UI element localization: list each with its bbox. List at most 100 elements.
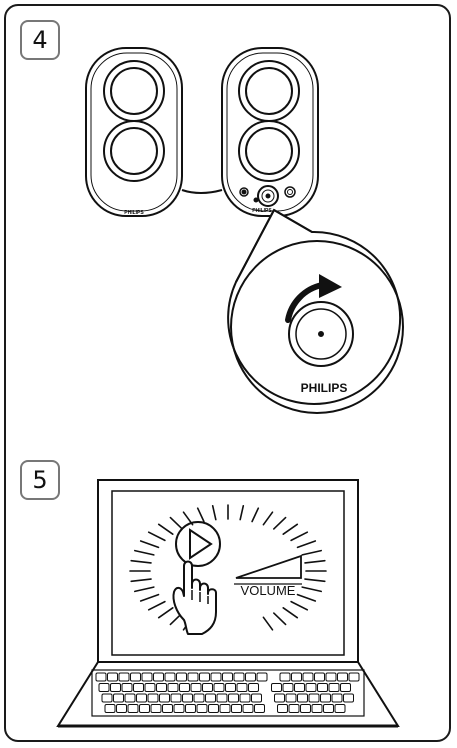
keyboard-key: [187, 672, 199, 682]
keyboard-key: [118, 672, 130, 682]
keyboard-key: [127, 704, 139, 713]
keyboard-key: [256, 672, 268, 682]
keyboard-key: [311, 704, 323, 713]
keyboard-key: [162, 704, 173, 713]
keyboard-key: [219, 704, 231, 713]
burst-ray: [272, 612, 287, 626]
keyboard-key: [245, 672, 256, 682]
left-speaker-brand: PHILIPS: [124, 210, 144, 216]
laptop-screen: [111, 490, 345, 656]
keyboard-key: [176, 672, 187, 682]
burst-ray: [169, 516, 183, 530]
keyboard-key: [150, 704, 162, 713]
keyboard-key: [305, 683, 317, 692]
keyboard-key: [288, 704, 300, 713]
zoomed-volume-knob: [288, 301, 354, 367]
keyboard-key: [179, 683, 190, 692]
keyboard-key: [236, 683, 248, 692]
keyboard-key: [107, 672, 118, 682]
burst-ray: [251, 507, 260, 523]
keyboard-key: [124, 693, 136, 703]
keyboard-key: [193, 693, 205, 703]
keyboard-key: [348, 672, 360, 682]
burst-ray: [282, 606, 299, 619]
keyboard-key: [222, 672, 233, 682]
keyboard-key: [340, 683, 351, 692]
burst-ray: [304, 578, 326, 583]
keyboard-key: [196, 704, 208, 713]
keyboard-key: [216, 693, 228, 703]
keyboard-key: [116, 704, 127, 713]
keyboard-key: [334, 704, 346, 713]
keyboard-key: [170, 693, 182, 703]
burst-ray: [272, 516, 287, 530]
keyboard-key: [277, 704, 288, 713]
keyboard-key: [231, 704, 242, 713]
keyboard-key: [147, 693, 159, 703]
laptop-keyboard: [91, 669, 365, 717]
keyboard-key: [136, 693, 147, 703]
keyboard-key: [282, 683, 294, 692]
keyboard-key: [156, 683, 167, 692]
zoom-callout: [227, 208, 404, 414]
keyboard-key: [242, 704, 254, 713]
keyboard-key: [285, 693, 297, 703]
keyboard-key: [208, 704, 219, 713]
keyboard-key: [331, 693, 343, 703]
burst-ray: [147, 531, 166, 542]
keyboard-key: [98, 683, 110, 692]
keyboard-key: [173, 704, 185, 713]
burst-ray: [262, 616, 274, 631]
volume-knob: [257, 185, 279, 207]
burst-ray: [139, 540, 160, 549]
keyboard-key: [199, 672, 210, 682]
keyboard-key: [164, 672, 176, 682]
keyboard-key: [343, 693, 354, 703]
burst-ray: [301, 586, 323, 593]
keyboard-key: [110, 683, 121, 692]
keyboard-key: [320, 693, 331, 703]
burst-ray: [130, 578, 152, 583]
keyboard-key: [328, 683, 340, 692]
keyboard-key: [213, 683, 225, 692]
burst-ray: [134, 586, 155, 593]
keyboard-key: [121, 683, 133, 692]
keyboard-key: [104, 704, 116, 713]
keyboard-key: [182, 693, 193, 703]
keyboard-key: [239, 693, 251, 703]
burst-ray: [196, 507, 205, 523]
keyboard-key: [291, 672, 302, 682]
keyboard-key: [279, 672, 291, 682]
burst-ray: [301, 549, 323, 556]
keyboard-key: [190, 683, 202, 692]
keyboard-key: [297, 693, 308, 703]
keyboard-key: [185, 704, 196, 713]
keyboard-key: [144, 683, 156, 692]
sound-burst-rays: [129, 504, 327, 635]
keyboard-key: [159, 693, 170, 703]
volume-indicator: [234, 554, 302, 585]
keyboard-key: [271, 683, 282, 692]
keyboard-key: [254, 704, 265, 713]
right-speaker: [221, 47, 319, 217]
keyboard-key: [300, 704, 311, 713]
keyboard-key: [337, 672, 348, 682]
burst-ray: [282, 523, 299, 536]
keyboard-key: [302, 672, 314, 682]
burst-ray: [147, 600, 166, 611]
keyboard-key: [205, 693, 216, 703]
keyboard-key: [225, 683, 236, 692]
burst-ray: [239, 504, 245, 521]
keyboard-key: [167, 683, 179, 692]
pointing-hand-icon: [172, 560, 217, 635]
burst-ray: [157, 523, 174, 536]
laptop-screen-bezel: [97, 479, 359, 663]
callout-brand: PHILIPS: [301, 381, 348, 395]
instruction-panel-frame: [4, 4, 451, 742]
burst-ray: [304, 559, 326, 564]
keyboard-key: [317, 683, 328, 692]
step-5-badge: 5: [20, 460, 60, 500]
keyboard-key: [294, 683, 305, 692]
speaker-pair: [85, 47, 319, 217]
